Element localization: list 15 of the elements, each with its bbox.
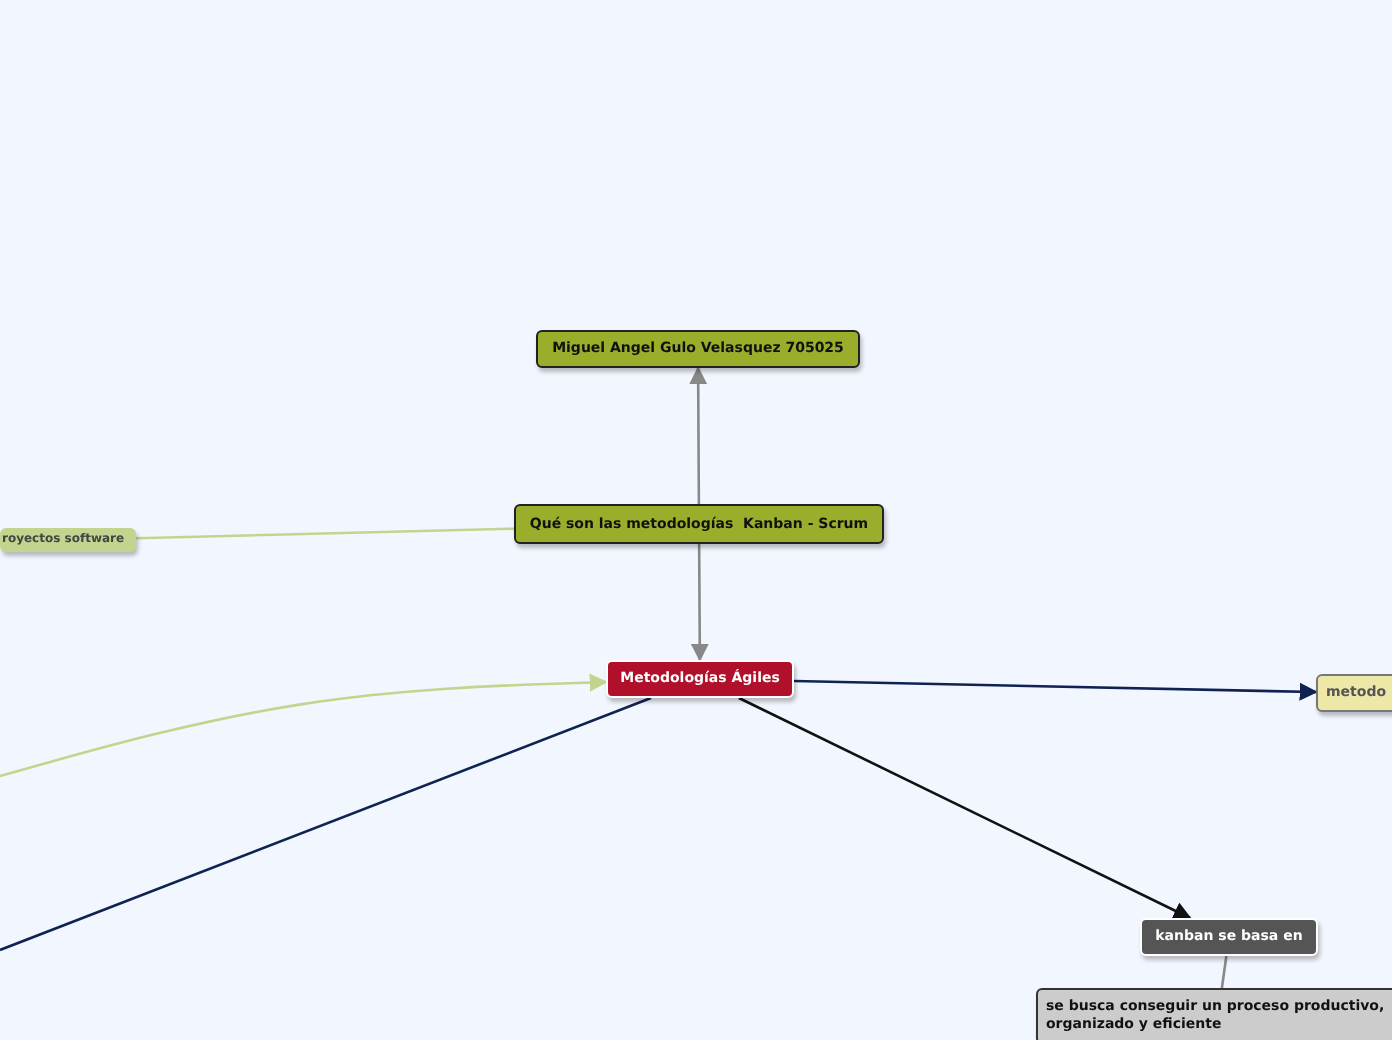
topic-box <box>606 660 794 698</box>
connector-line <box>689 366 708 504</box>
connector-line <box>690 544 709 662</box>
topic-box <box>514 504 884 544</box>
topic-box <box>536 330 860 368</box>
connector-line <box>135 527 515 540</box>
topic-box <box>1140 918 1318 956</box>
topic-box <box>0 528 136 552</box>
connector-line <box>0 673 608 778</box>
connector-line <box>1220 955 1228 989</box>
topic-box <box>1036 988 1392 1040</box>
connector-line <box>738 696 1192 920</box>
topic-box <box>1316 674 1392 712</box>
connector-line <box>0 696 652 952</box>
connector-line <box>793 679 1318 701</box>
